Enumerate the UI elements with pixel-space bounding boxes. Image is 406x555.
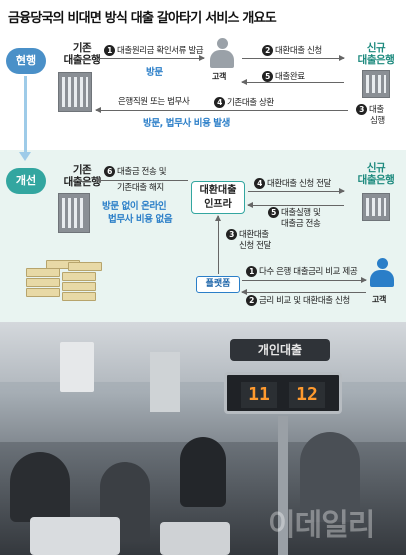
current-visit-text: 방문 — [146, 67, 163, 78]
current-step1-number: 1 — [104, 45, 115, 56]
improved-step5-text: 대출실행 및 — [281, 208, 321, 218]
improved-step2-number: 2 — [246, 295, 257, 306]
improved-step6-number: 6 — [104, 166, 115, 177]
improved-step4-number: 4 — [254, 178, 265, 189]
improved-step4-arrow — [248, 188, 345, 194]
current-cost-text: 방문, 법무사 비용 발생 — [143, 118, 230, 129]
improved-step3-arrow — [215, 215, 221, 274]
current-customer-person-icon — [207, 38, 237, 70]
improved-existing-bank-line1: 기존 — [72, 164, 92, 176]
infra-line2: 인프라 — [204, 199, 232, 210]
improved-step2-arrow — [241, 289, 366, 295]
queue-number-left: 11 — [241, 382, 277, 408]
current-step2-number: 2 — [262, 45, 273, 56]
current-step3-text: 대출 — [369, 105, 384, 115]
current-pill: 현행 — [6, 48, 46, 74]
improved-step1-text: 다수 은행 대출금리 비교 제공 — [259, 267, 358, 277]
improved-step2-text: 금리 비교 및 대환대출 신청 — [259, 296, 350, 306]
current-new-bank-label: 신규 대출은행 — [347, 42, 405, 66]
improved-new-bank-building-icon — [362, 193, 390, 221]
current-existing-bank-line2: 대출은행 — [63, 54, 101, 66]
current-step3-number: 3 — [356, 104, 367, 115]
improved-step6-arrow — [95, 177, 188, 183]
infra-box: 대환대출 인프라 — [191, 181, 245, 214]
improved-existing-bank-label: 기존 대출은행 — [52, 164, 112, 188]
platform-box: 플랫폼 — [196, 276, 240, 293]
infra-line1: 대환대출 — [199, 185, 237, 196]
improved-step6-text: 대출금 전송 및 — [117, 167, 167, 177]
improved-step1-arrow — [242, 277, 367, 283]
improved-customer-label: 고객 — [372, 295, 386, 304]
improved-step1-number: 1 — [246, 266, 257, 277]
improved-pill: 개선 — [6, 168, 46, 194]
current-new-bank-line2: 대출은행 — [357, 54, 395, 66]
current-step4-text: 기존대출 상환 — [227, 98, 274, 108]
current-customer-label: 고객 — [212, 72, 226, 81]
current-existing-bank-line1: 기존 — [72, 42, 92, 54]
current-step5-number: 5 — [262, 71, 273, 82]
current-step4-number: 4 — [214, 97, 225, 108]
improved-step3-number: 3 — [226, 229, 237, 240]
current-step5-arrow — [241, 79, 344, 85]
money-stack-icon — [26, 258, 106, 308]
transition-arrow — [24, 76, 27, 156]
improved-new-bank-line1: 신규 — [366, 162, 386, 174]
improved-customer-person-icon — [368, 258, 396, 288]
improved-step5-text2: 대출금 전송 — [281, 219, 321, 229]
current-step1-arrow — [96, 55, 205, 61]
current-agent-text: 은행직원 또는 법무사 — [118, 97, 190, 107]
improved-new-bank-label: 신규 대출은행 — [347, 162, 405, 186]
current-step2-text: 대환대출 신청 — [275, 46, 322, 56]
improved-existing-bank-line2: 대출은행 — [63, 176, 101, 188]
improved-step6-text2: 기존대출 해지 — [117, 183, 164, 193]
photo-watermark: 이데일리 — [268, 508, 375, 543]
current-step1-text: 대출원리금 확인서류 발급 — [117, 46, 204, 56]
current-new-bank-line1: 신규 — [366, 42, 386, 54]
current-step2-arrow — [242, 55, 345, 61]
current-existing-bank-label: 기존 대출은행 — [52, 42, 112, 66]
queue-number-board: 11 12 — [224, 372, 342, 414]
improved-step4-text: 대환대출 신청 전달 — [267, 179, 331, 189]
improved-step3-text2: 신청 전달 — [239, 241, 271, 251]
page-title: 금융당국의 비대면 방식 대출 갈아타기 서비스 개요도 — [8, 11, 277, 26]
improved-step3-text: 대환대출 — [239, 230, 269, 240]
current-new-bank-building-icon — [362, 70, 390, 98]
improved-step5-arrow — [247, 202, 344, 208]
current-step3-text2: 심행 — [370, 116, 385, 126]
counter-sign: 개인대출 — [230, 339, 330, 361]
improved-existing-bank-building-icon — [58, 193, 90, 233]
current-step5-text: 대출완료 — [275, 72, 305, 82]
improved-new-bank-line2: 대출은행 — [357, 174, 395, 186]
improved-benefit-line2: 법무사 비용 없음 — [108, 214, 173, 225]
improved-benefit-line1: 방문 없이 온라인 — [102, 201, 167, 212]
current-step4-arrow — [95, 107, 348, 113]
transition-arrow-head — [19, 152, 31, 161]
improved-step5-number: 5 — [268, 207, 279, 218]
current-existing-bank-building-icon — [58, 72, 92, 112]
queue-number-right: 12 — [289, 382, 325, 408]
